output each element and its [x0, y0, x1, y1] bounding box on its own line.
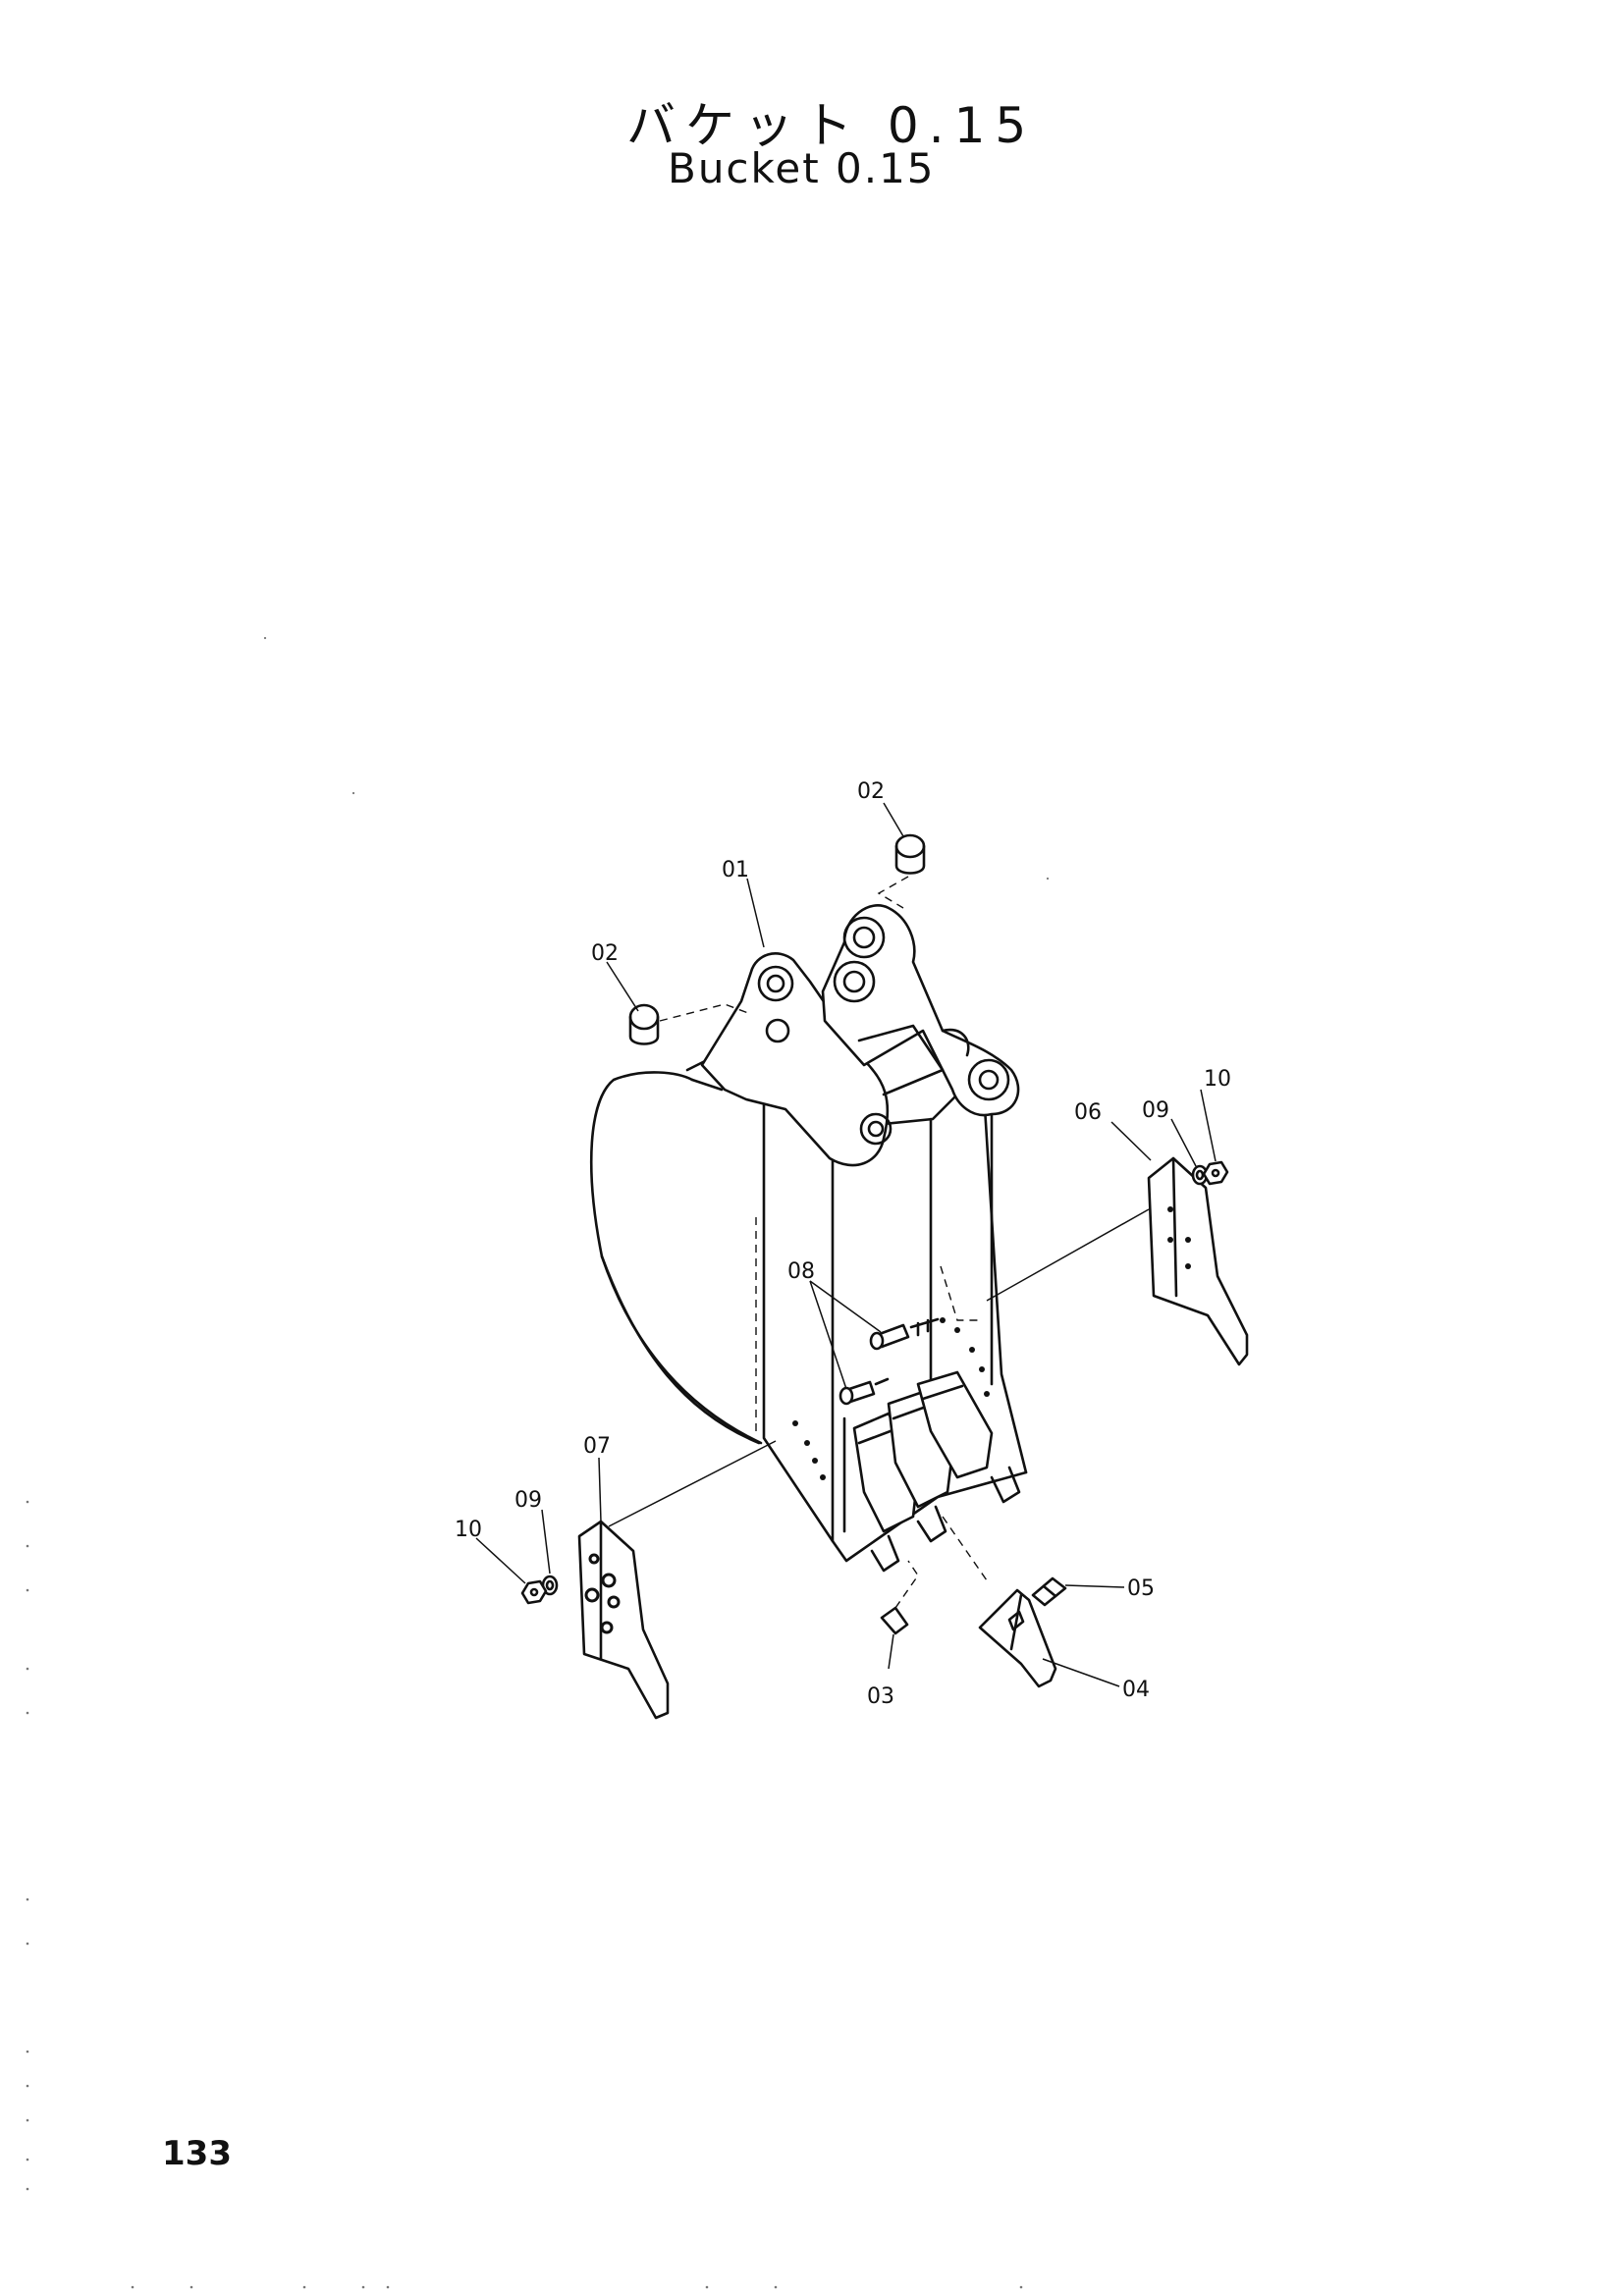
bucket-tooth	[942, 1516, 1057, 1688]
nut-right	[1202, 1160, 1229, 1186]
tooth-pin	[880, 1560, 919, 1635]
callout-09-left: 09	[514, 1488, 542, 1513]
callout-10-left: 10	[455, 1518, 482, 1542]
callout-09-right: 09	[1142, 1098, 1169, 1123]
callout-05: 05	[1127, 1576, 1155, 1601]
bushing-right	[877, 833, 926, 909]
bolt-upper	[869, 1317, 940, 1351]
title-japanese: バケット 0.15	[626, 97, 1037, 154]
callout-10-right: 10	[1204, 1067, 1231, 1092]
tooth-adapters	[852, 1370, 1021, 1573]
callout-01: 01	[722, 858, 749, 882]
nut-left	[520, 1579, 548, 1605]
tooth-lock	[1031, 1576, 1067, 1607]
callout-04: 04	[1122, 1678, 1150, 1702]
callout-02-right: 02	[857, 779, 885, 804]
title-english: Bucket 0.15	[668, 144, 936, 192]
bolt-lower	[839, 1377, 890, 1406]
leader-lines	[475, 802, 1217, 1687]
callout-02-left: 02	[591, 941, 619, 966]
side-cutter-left	[577, 1440, 777, 1720]
page-number: 133	[162, 2134, 232, 2173]
callout-06: 06	[1074, 1100, 1102, 1125]
side-cutter-right	[986, 1156, 1249, 1366]
callout-07: 07	[583, 1434, 611, 1459]
callout-08: 08	[787, 1259, 815, 1284]
callout-03: 03	[867, 1684, 894, 1709]
bushing-left	[628, 1003, 749, 1045]
mounting-brackets	[700, 904, 1020, 1167]
scan-specks	[26, 636, 1050, 2289]
callout-labels: 01 02 02 03 04 05 06 07 08 09 09 10 10	[455, 779, 1231, 1709]
